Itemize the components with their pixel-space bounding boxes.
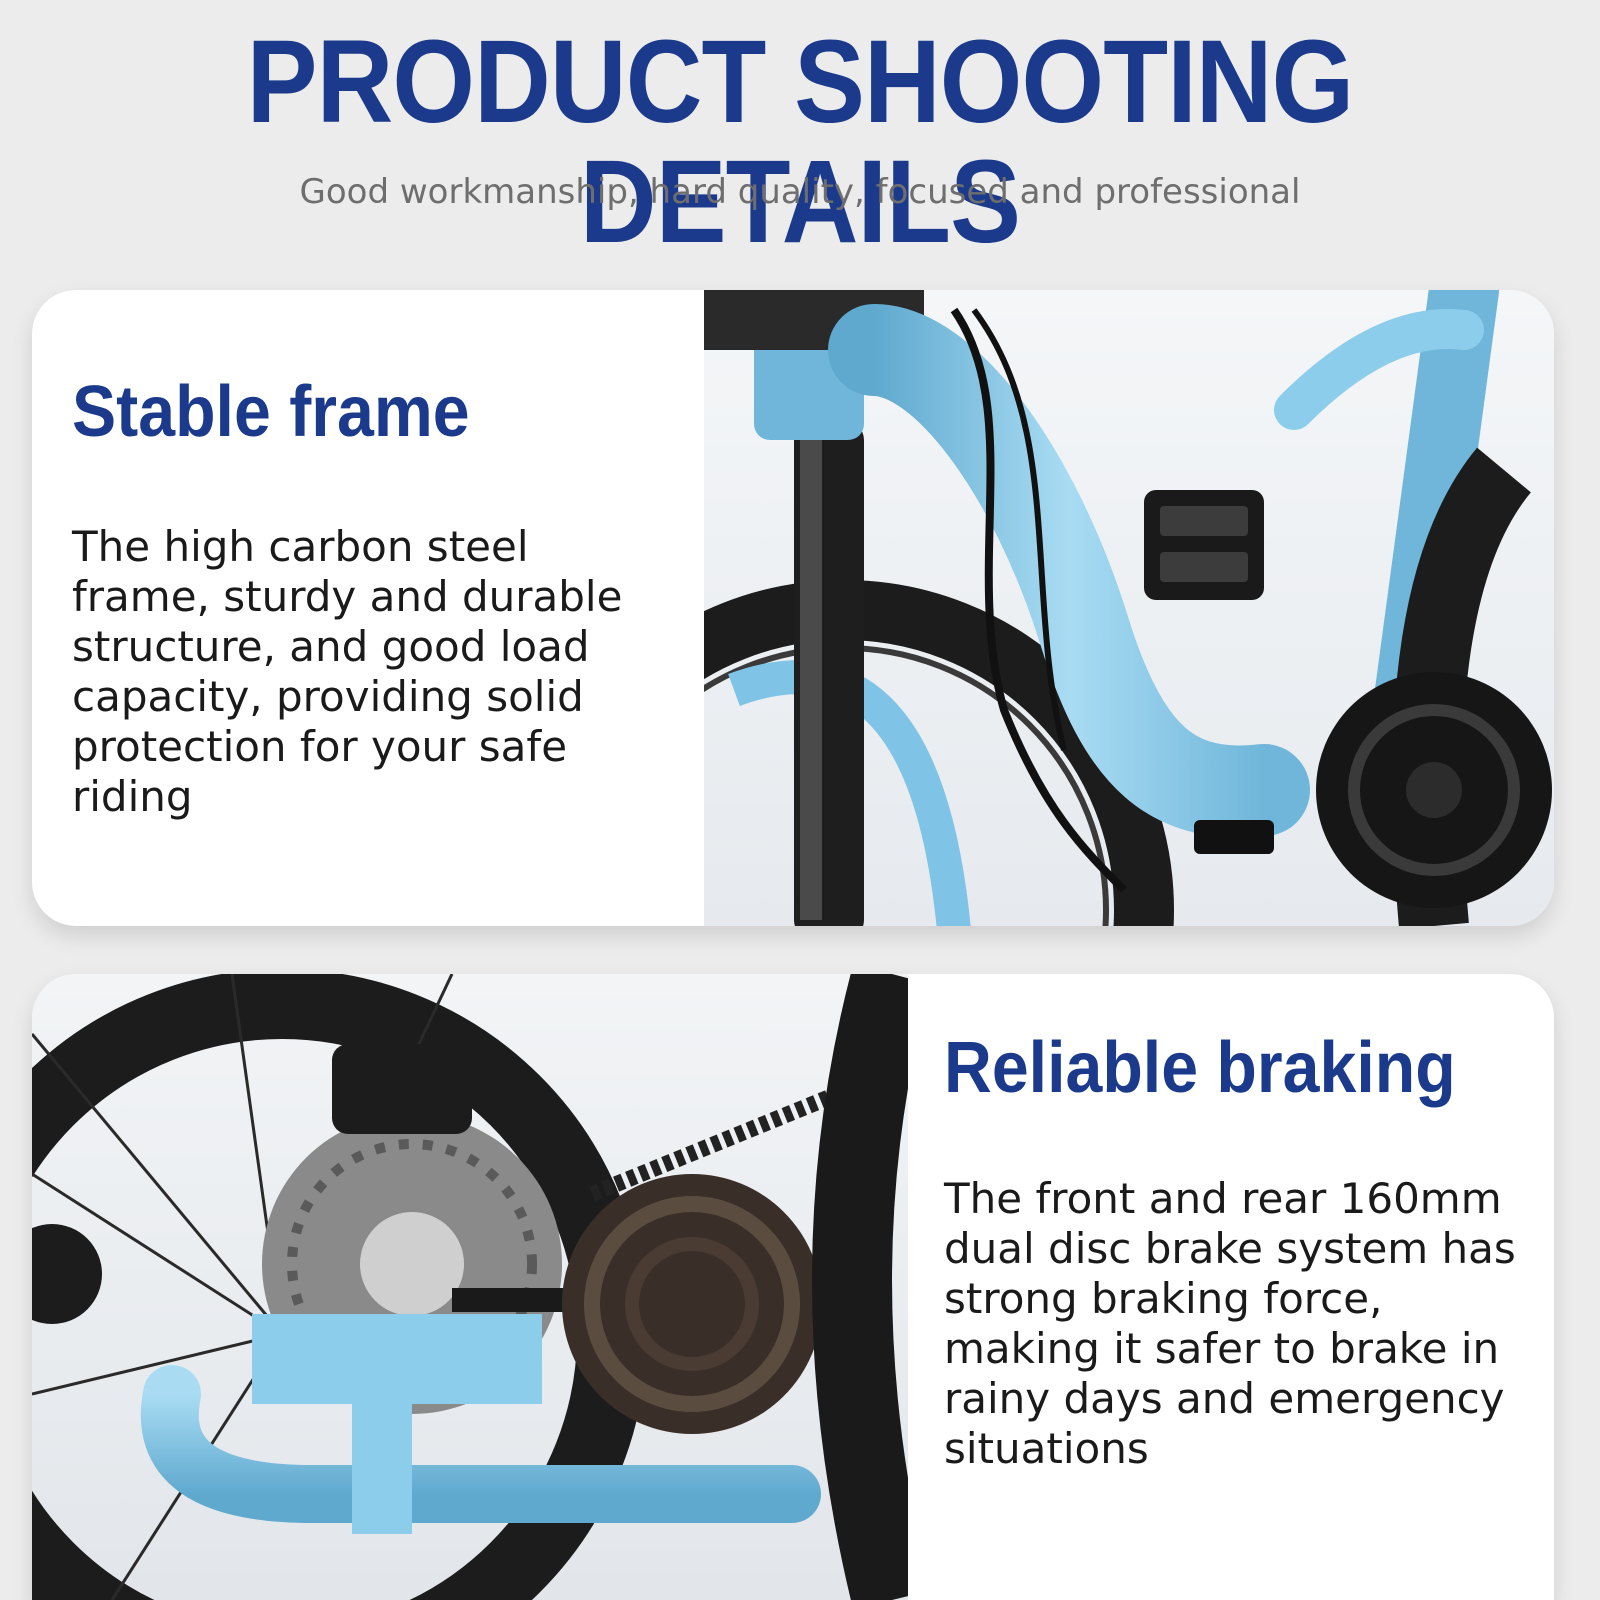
feature-description: The front and rear 160mm dual disc brake… (944, 1174, 1544, 1474)
description-line: structure, and good load (72, 622, 590, 671)
description-line: situations (944, 1424, 1149, 1473)
description-line: strong braking force, (944, 1274, 1383, 1323)
feature-description: The high carbon steel frame, sturdy and … (72, 522, 672, 822)
bike-frame-illustration (704, 290, 1554, 926)
description-line: frame, sturdy and durable (72, 572, 623, 621)
feature-card-stable-frame: Stable frame The high carbon steel frame… (32, 290, 1554, 926)
description-line: protection for your safe (72, 722, 568, 771)
bike-brake-illustration (32, 974, 908, 1600)
frame-photo (704, 290, 1554, 926)
description-line: The front and rear 160mm (944, 1174, 1502, 1223)
page-title: PRODUCT SHOOTING DETAILS (246, 16, 1355, 268)
description-line: rainy days and emergency (944, 1374, 1505, 1423)
description-line: The high carbon steel (72, 522, 529, 571)
page-subtitle: Good workmanship, hard quality, focused … (299, 172, 1301, 212)
feature-title: Reliable braking (944, 1028, 1456, 1108)
description-line: riding (72, 772, 193, 821)
description-line: capacity, providing solid (72, 672, 584, 721)
brake-photo (32, 974, 908, 1600)
description-line: making it safer to brake in (944, 1324, 1500, 1373)
feature-title: Stable frame (72, 372, 470, 452)
feature-card-reliable-braking: Reliable braking The front and rear 160m… (32, 974, 1554, 1600)
description-line: dual disc brake system has (944, 1224, 1516, 1273)
